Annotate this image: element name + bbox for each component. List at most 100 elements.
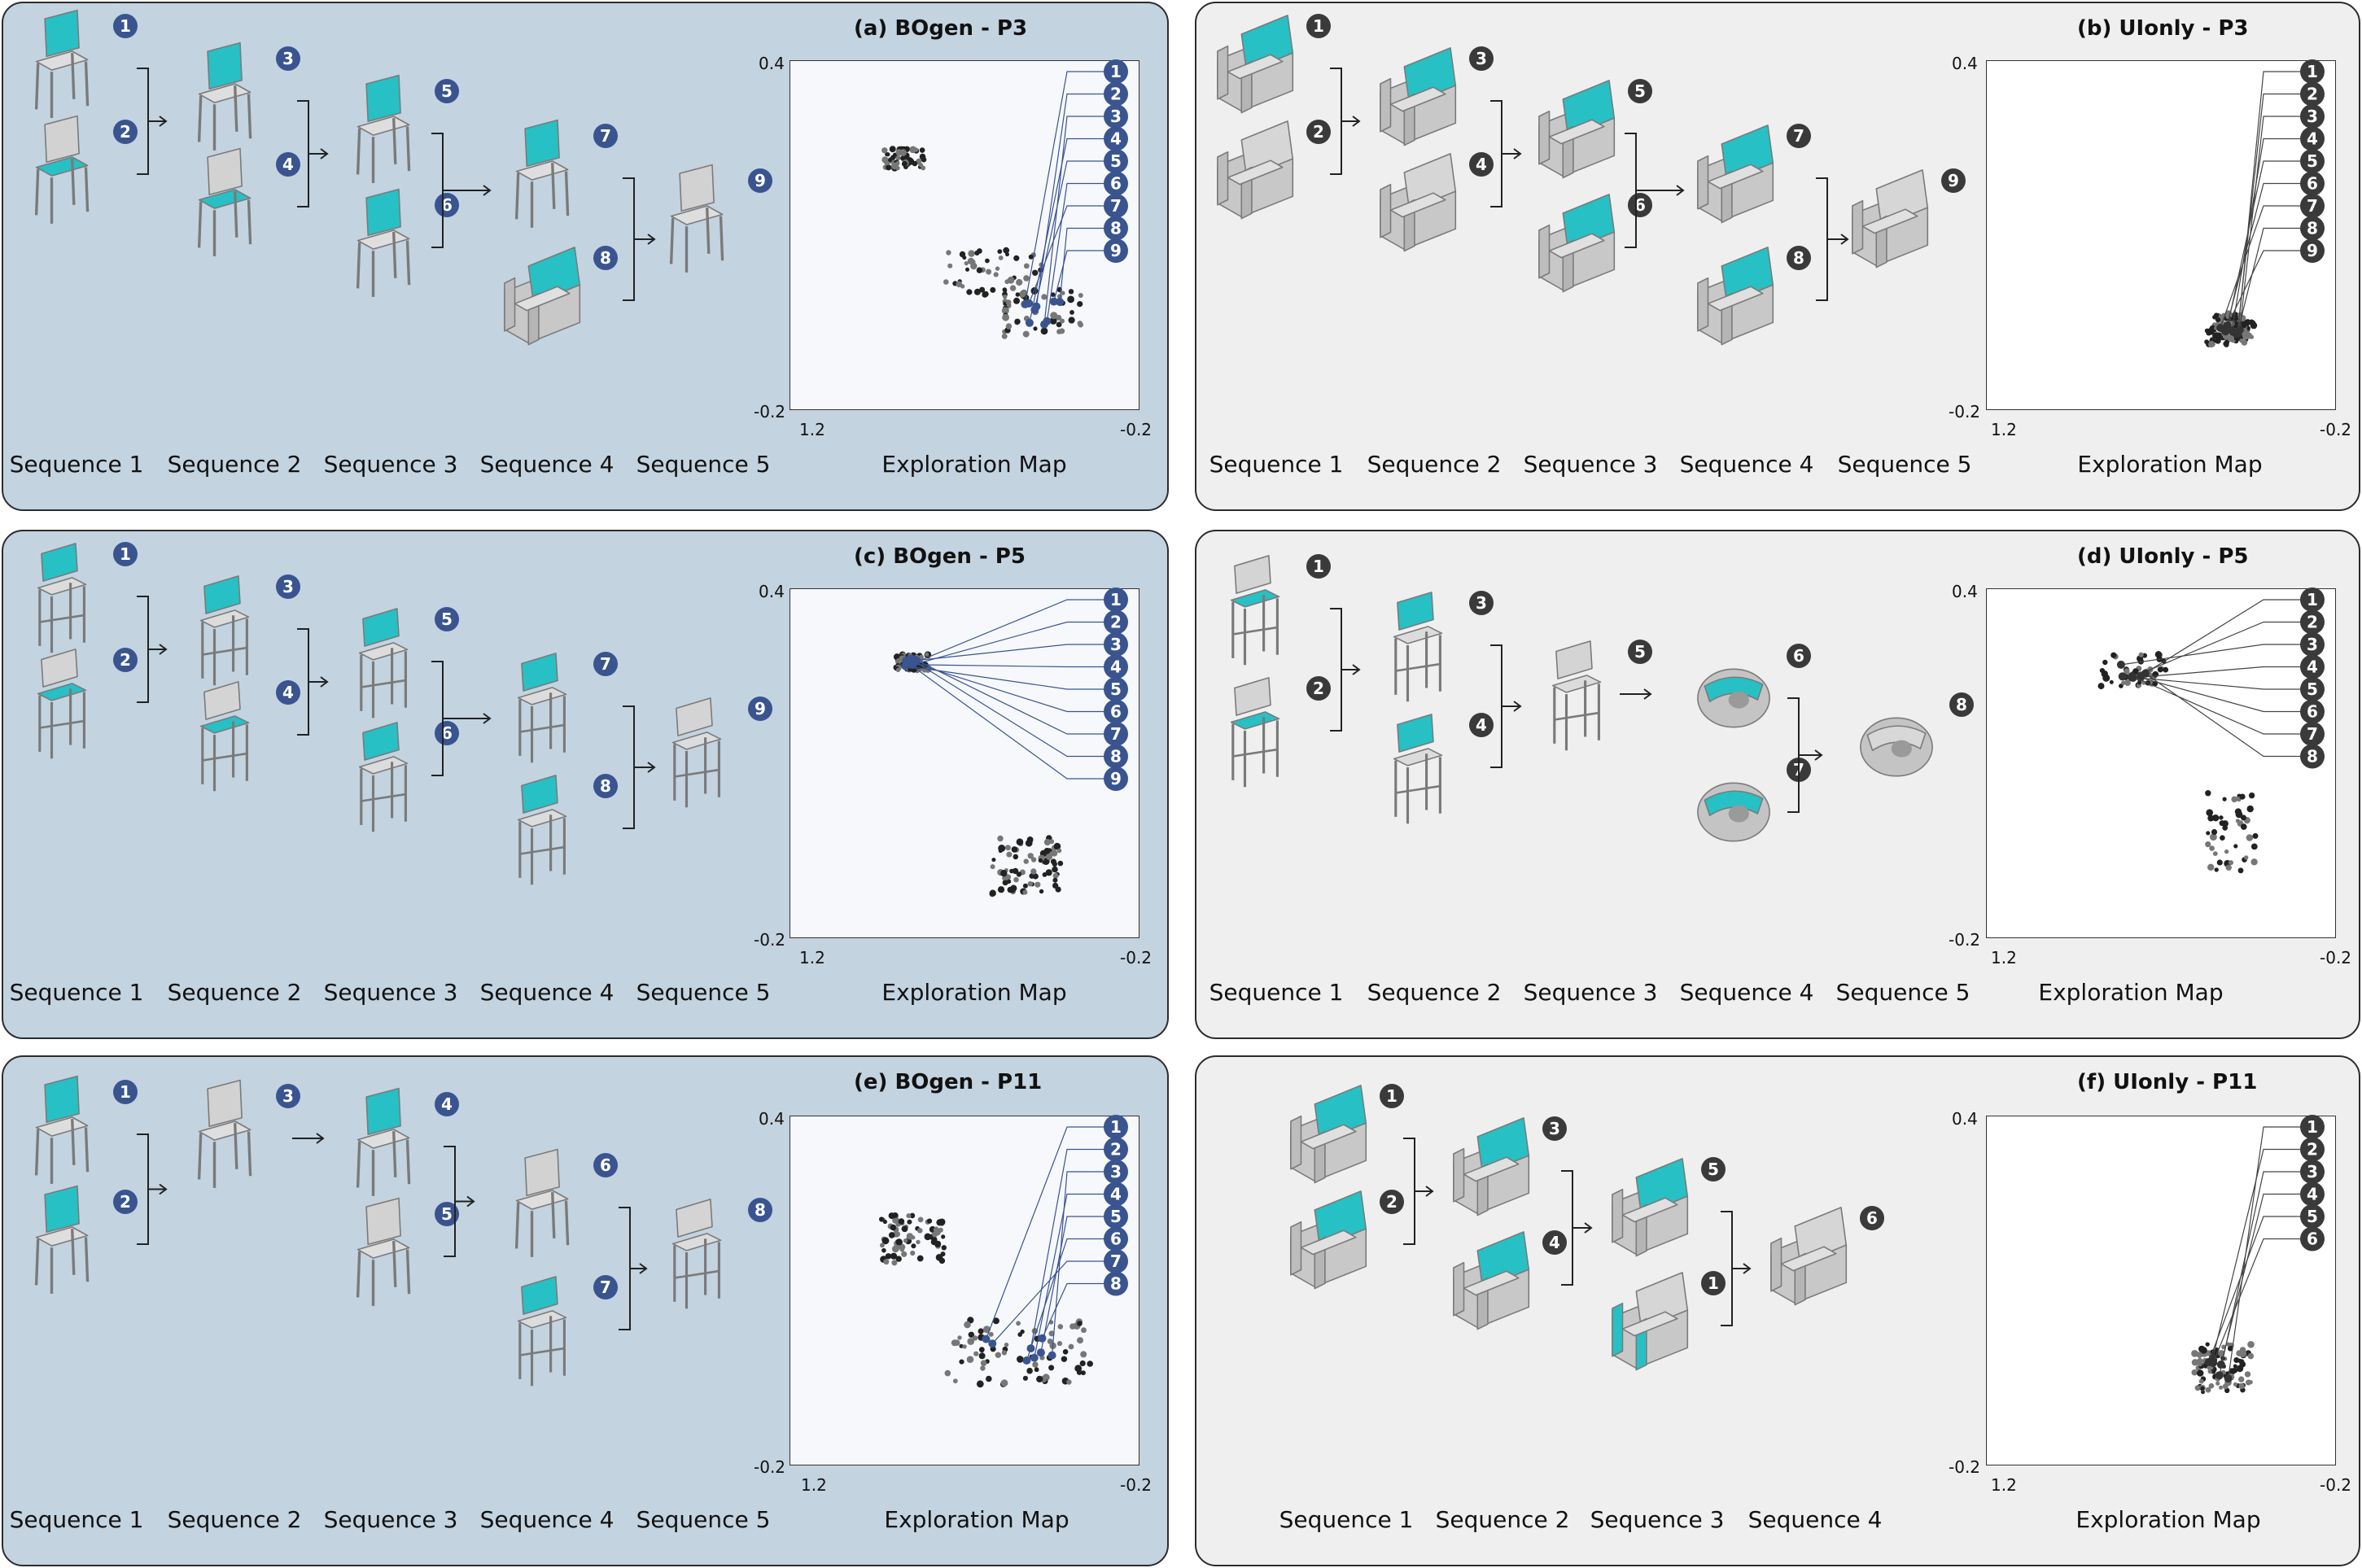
chair-model-icon: [1697, 124, 1774, 224]
map-point: [2248, 792, 2255, 799]
map-point: [2238, 1376, 2245, 1382]
merge-bracket-arrow: [137, 1133, 168, 1245]
step-number-badge: 2: [113, 1190, 138, 1214]
merge-bracket-arrow: [1330, 68, 1361, 175]
map-point: [1049, 839, 1055, 845]
map-point: [2224, 339, 2230, 345]
map-point: [967, 1338, 974, 1345]
step-number-badge: 2: [113, 120, 138, 144]
x-axis-right-tick: -0.2: [2320, 1475, 2352, 1495]
map-step-point: [1048, 1351, 1056, 1360]
map-point: [1000, 1379, 1008, 1387]
step-number-badge: 2: [1306, 120, 1331, 144]
map-point: [2154, 651, 2163, 658]
step-number-badge: 5: [435, 607, 459, 631]
map-point: [2209, 845, 2215, 851]
map-point: [899, 149, 907, 156]
step-number-badge: 4: [1469, 713, 1494, 737]
step-number-badge: 6: [1104, 171, 1128, 196]
map-leader-line: [991, 1260, 1104, 1344]
svg-text:9: 9: [1948, 171, 1959, 190]
map-point: [888, 1212, 895, 1220]
map-point: [921, 165, 926, 171]
step-number-badge: 2: [2300, 81, 2325, 107]
svg-text:4: 4: [1549, 1233, 1560, 1252]
map-point: [1005, 323, 1013, 330]
map-point: [1052, 866, 1058, 873]
chair-model-icon: [1290, 1190, 1367, 1290]
step-number-badge: 5: [2300, 677, 2325, 701]
step-number-badge: 7: [1104, 722, 1128, 746]
map-step-point: [2216, 1360, 2225, 1369]
map-leader-line: [905, 665, 1104, 690]
exploration-map-label: Exploration Map: [2038, 979, 2224, 1006]
sequence-label-5: Sequence 5: [636, 451, 771, 478]
chair-model-icon: [517, 653, 567, 763]
svg-text:2: 2: [1313, 122, 1324, 142]
svg-text:7: 7: [600, 1278, 611, 1297]
step-number-badge: 2: [113, 648, 138, 672]
chair-model-icon: [1217, 15, 1294, 114]
map-point: [934, 1240, 942, 1247]
step-number-badge: 6: [1787, 644, 1811, 668]
svg-text:3: 3: [1549, 1119, 1560, 1138]
map-point: [1078, 293, 1083, 298]
map-point: [895, 1256, 902, 1262]
svg-text:2: 2: [120, 650, 131, 670]
sequence-label-3: Sequence 3: [323, 1506, 458, 1533]
step-number-badge: 8: [593, 246, 618, 270]
step-number-badge: 2: [2300, 609, 2325, 635]
map-point: [882, 1219, 887, 1225]
map-point: [1023, 275, 1030, 282]
map-point: [998, 256, 1004, 260]
map-point: [1081, 1327, 1087, 1334]
step-number-badge: 4: [1104, 126, 1128, 151]
exploration-map-label: Exploration Map: [2075, 1506, 2261, 1533]
step-number-badge: 3: [1104, 632, 1128, 657]
map-point: [919, 147, 925, 153]
map-point: [901, 1225, 908, 1233]
merge-bracket-arrow: [623, 177, 656, 301]
svg-text:3: 3: [2307, 635, 2318, 654]
step-number-badge: 4: [1469, 152, 1494, 177]
svg-text:1: 1: [1313, 16, 1324, 36]
map-point: [2238, 1382, 2245, 1389]
map-point: [2252, 832, 2259, 839]
svg-text:1: 1: [1110, 1117, 1122, 1137]
map-point: [2121, 680, 2126, 685]
map-point: [1048, 1330, 1055, 1337]
map-point: [2240, 815, 2246, 821]
sequence-label-5: Sequence 5: [636, 979, 771, 1006]
chair-model-icon: [671, 1199, 722, 1309]
map-point: [2229, 860, 2233, 866]
svg-text:1: 1: [1313, 557, 1324, 576]
map-leader-line: [1041, 1282, 1104, 1339]
map-point: [1045, 853, 1053, 861]
map-point: [2227, 334, 2235, 343]
map-point: [1050, 858, 1056, 865]
map-point: [1052, 877, 1058, 883]
map-point: [890, 155, 896, 160]
map-point: [2224, 849, 2229, 854]
step-number-badge: 4: [2300, 1181, 2325, 1207]
chair-model-icon: [1290, 1085, 1367, 1184]
svg-text:1: 1: [1110, 62, 1122, 81]
map-point: [893, 1244, 900, 1251]
exploration-map-label: Exploration Map: [2077, 451, 2263, 478]
map-point: [1045, 869, 1052, 876]
svg-text:8: 8: [1110, 1274, 1122, 1294]
merge-bracket-arrow: [431, 661, 492, 776]
step-number-badge: 7: [1104, 194, 1128, 218]
map-point: [2233, 1382, 2237, 1387]
map-point: [1069, 310, 1074, 315]
chair-model-icon: [356, 1197, 411, 1306]
map-point: [974, 250, 980, 256]
map-point: [1030, 868, 1037, 875]
y-axis-top-tick: 0.4: [759, 1109, 785, 1129]
map-point: [1056, 848, 1062, 854]
svg-text:3: 3: [1476, 49, 1487, 68]
svg-text:4: 4: [2307, 1185, 2318, 1204]
map-point: [986, 269, 992, 275]
